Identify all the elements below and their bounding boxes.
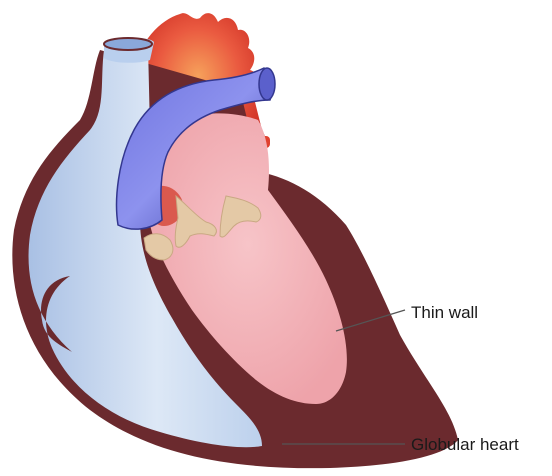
blue-vessel-end [259,68,275,100]
thin-wall-label: Thin wall [411,304,478,321]
globular-heart-label: Globular heart [411,436,519,453]
svc-opening [104,38,154,63]
